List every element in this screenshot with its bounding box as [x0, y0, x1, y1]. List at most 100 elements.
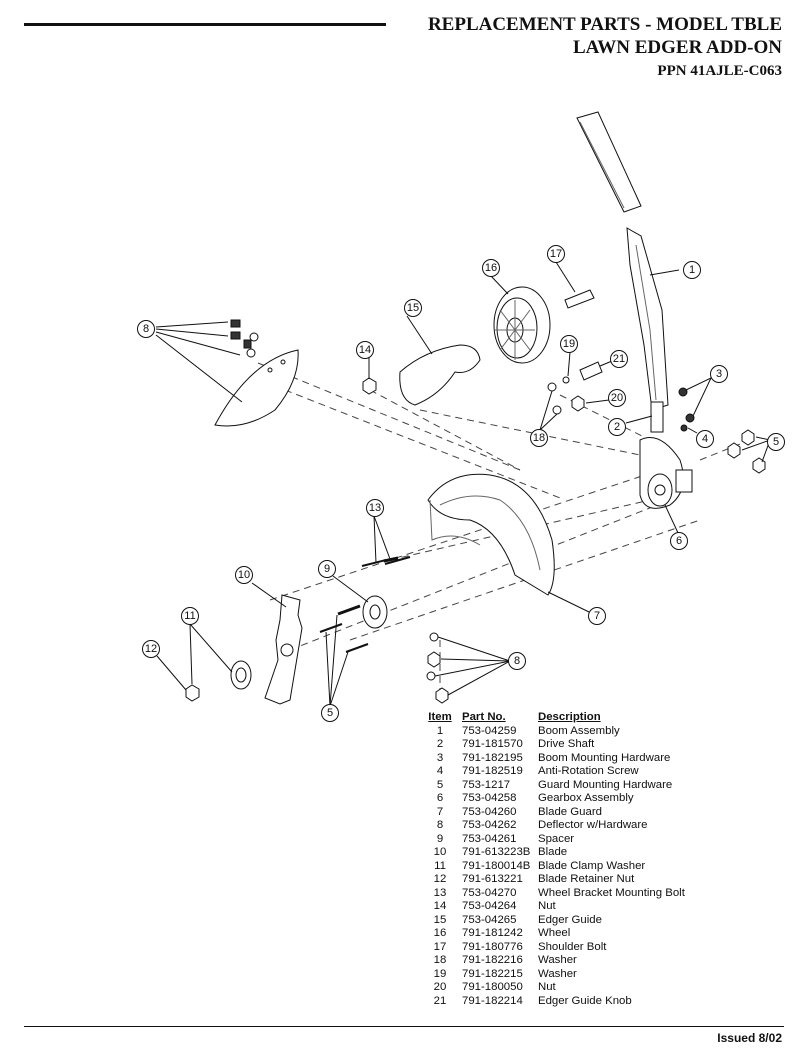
callout-3: 3	[710, 365, 728, 383]
row-item: 20	[433, 981, 447, 993]
row-part-no: 791-182216	[462, 954, 523, 966]
svg-text:14: 14	[359, 344, 371, 356]
row-description: Boom Mounting Hardware	[538, 751, 671, 764]
callout-1: 1	[683, 261, 701, 279]
row-description: Wheel	[538, 927, 571, 939]
row-description: Spacer	[538, 832, 575, 845]
row-description: Blade	[538, 846, 568, 858]
callout-6: 6	[670, 532, 688, 550]
row-item: 10	[433, 846, 447, 858]
callout-11: 11	[181, 607, 199, 625]
svg-text:13: 13	[369, 502, 381, 514]
row-part-no: 791-181242	[462, 927, 523, 939]
row-description: Edger Guide	[538, 913, 602, 926]
row-part-no: 791-613221	[462, 873, 523, 885]
title-line-ppn: PPN 41AJLE-C063	[657, 62, 782, 79]
row-part-no: 753-04260	[462, 805, 517, 818]
row-description: Deflector w/Hardware	[538, 819, 648, 831]
table-row: 13 753-04270 Wheel Bracket Mounting Bolt	[420, 887, 685, 901]
row-item: 9	[436, 832, 444, 845]
callout-14: 14	[356, 341, 374, 359]
callout-18: 18	[530, 429, 548, 447]
row-item: 16	[433, 927, 447, 939]
row-description: Gearbox Assembly	[538, 792, 634, 804]
callout-12: 12	[142, 640, 160, 658]
svg-text:21: 21	[613, 353, 625, 365]
callout-20: 20	[608, 389, 626, 407]
row-description: Boom Assembly	[538, 724, 620, 737]
row-description: Anti-Rotation Screw	[538, 765, 639, 777]
callout-2: 2	[608, 418, 626, 436]
svg-text:5: 5	[327, 707, 333, 719]
row-description: Nut	[538, 981, 556, 993]
row-part-no: 753-04259	[462, 724, 517, 737]
row-item: 18	[433, 954, 447, 966]
table-row: 18 791-182216 Washer	[420, 954, 685, 968]
row-item: 12	[433, 873, 447, 885]
header-rule	[24, 23, 386, 26]
svg-text:7: 7	[594, 610, 600, 622]
title-line-product: LAWN EDGER ADD-ON	[572, 36, 782, 58]
callout-7: 7	[588, 607, 606, 625]
callout-10: 10	[235, 566, 253, 584]
row-part-no: 753-04261	[462, 832, 517, 845]
row-item: 5	[436, 778, 444, 791]
row-part-no: 753-04270	[462, 886, 517, 899]
row-part-no: 753-04265	[462, 913, 517, 926]
svg-text:18: 18	[533, 432, 545, 444]
page-title: REPLACEMENT PARTS - MODEL TBLE LAWN EDGE…	[428, 14, 782, 80]
row-part-no: 791-180014B	[462, 859, 531, 872]
row-part-no: 753-04262	[462, 819, 517, 831]
callout-16: 16	[482, 259, 500, 277]
row-part-no: 791-181570	[462, 738, 523, 750]
svg-text:5: 5	[773, 436, 779, 448]
svg-text:12: 12	[145, 643, 157, 655]
svg-text:17: 17	[550, 248, 562, 260]
row-item: 13	[433, 886, 447, 899]
callout-5-bottom: 5	[321, 704, 339, 722]
callout-8-bottom: 8	[508, 652, 526, 670]
title-line-model: REPLACEMENT PARTS - MODEL TBLE	[427, 14, 782, 35]
svg-text:20: 20	[611, 392, 623, 404]
table-row: 15 753-04265 Edger Guide	[420, 914, 685, 928]
header-description: Description	[538, 711, 601, 723]
callout-15: 15	[404, 299, 422, 317]
row-item: 7	[436, 805, 444, 818]
table-row: 16 791-181242 Wheel	[420, 927, 685, 941]
row-part-no: 791-182214	[462, 994, 523, 1007]
callout-13: 13	[366, 499, 384, 517]
row-item: 19	[433, 967, 447, 980]
row-description: Wheel Bracket Mounting Bolt	[538, 886, 685, 899]
row-item: 11	[434, 859, 446, 872]
svg-text:4: 4	[702, 433, 708, 445]
row-description: Washer	[538, 967, 577, 980]
row-item: 2	[436, 738, 444, 750]
row-description: Guard Mounting Hardware	[538, 778, 673, 791]
callout-21: 21	[610, 350, 628, 368]
row-item: 15	[433, 913, 447, 926]
svg-text:9: 9	[324, 563, 330, 575]
svg-text:16: 16	[485, 262, 497, 274]
row-description: Drive Shaft	[538, 738, 595, 750]
issued-date: Issued 8/02	[717, 1031, 782, 1045]
svg-text:1: 1	[689, 264, 695, 276]
callout-4: 4	[696, 430, 714, 448]
svg-text:8: 8	[514, 655, 520, 667]
row-item: 1	[436, 724, 444, 737]
row-description: Washer	[538, 954, 577, 966]
callout-8-top: 8	[137, 320, 155, 338]
svg-text:8: 8	[143, 323, 149, 335]
row-part-no: 753-04264	[462, 900, 517, 912]
svg-text:3: 3	[716, 368, 722, 380]
